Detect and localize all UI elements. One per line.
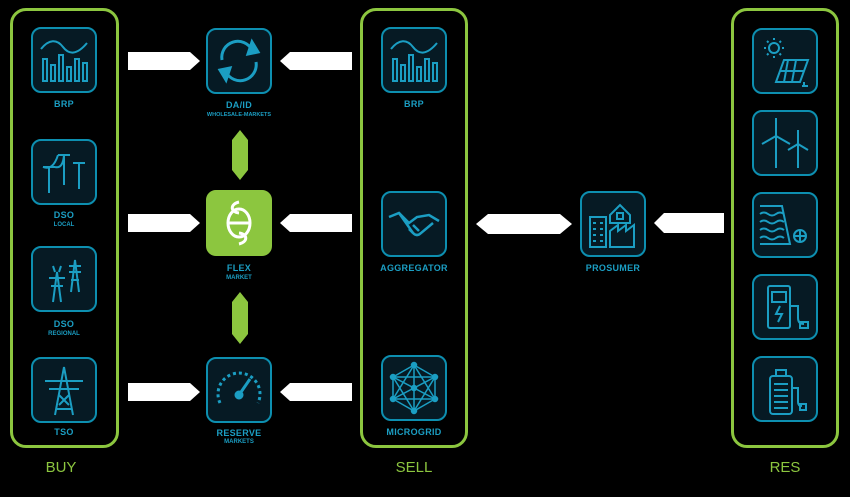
arrow-aggregator-prosumer (476, 214, 572, 234)
brp-buy-node[interactable] (31, 27, 97, 93)
aggregator-label: AGGREGATOR (380, 263, 448, 273)
arrow-daid-flex (232, 130, 248, 180)
transmission-tower-icon (45, 366, 83, 416)
flex-market-node[interactable] (206, 190, 272, 256)
dso-local-sublabel: LOCAL (53, 222, 75, 228)
dso-local-label: DSO (53, 210, 75, 220)
solar-node[interactable] (752, 28, 818, 94)
bar-chart-wave-icon (390, 40, 438, 82)
microgrid-label: MICROGRID (386, 427, 442, 437)
tso-node[interactable] (31, 357, 97, 423)
sell-panel (360, 8, 468, 448)
distribution-poles-icon (42, 154, 85, 193)
aggregator-node[interactable] (381, 191, 447, 257)
flex-market-label: FLEX (226, 263, 252, 273)
mesh-network-icon (389, 361, 439, 415)
da-id-sublabel: WHOLESALE-MARKETS (206, 112, 272, 118)
prosumer-node[interactable] (580, 191, 646, 257)
dso-local-node[interactable] (31, 139, 97, 205)
arrow-tso-to-reserve (128, 383, 200, 401)
flex-market-sublabel: MARKET (226, 275, 252, 281)
hydro-dam-icon (759, 205, 807, 245)
arrow-res-to-prosumer (654, 213, 724, 233)
res-panel (731, 8, 839, 448)
arrow-brp-to-daid (128, 52, 200, 70)
arrow-microgrid-to-reserve (280, 383, 352, 401)
dso-regional-label: DSO (53, 319, 75, 329)
solar-panel-icon (764, 38, 810, 87)
sell-column-title: SELL (395, 459, 433, 476)
arrow-flex-reserve (232, 292, 248, 344)
tso-label: TSO (54, 427, 74, 437)
gauge-icon (216, 371, 262, 404)
hydrogen-node[interactable] (752, 356, 818, 422)
reserve-markets-label: RESERVE (216, 428, 262, 438)
handshake-icon (388, 211, 440, 237)
ev-charger-node[interactable] (752, 274, 818, 340)
prosumer-label: PROSUMER (585, 263, 641, 273)
dso-regional-node[interactable] (31, 246, 97, 312)
hydro-node[interactable] (752, 192, 818, 258)
buildings-factory-icon (589, 203, 635, 248)
wind-node[interactable] (752, 110, 818, 176)
bar-chart-wave-icon (40, 40, 88, 82)
pylons-icon (49, 259, 81, 303)
flex-market-logo-icon (226, 200, 252, 246)
arrow-dsolocal-to-flex (128, 214, 200, 232)
arrow-aggregator-to-flex (280, 214, 352, 232)
microgrid-node[interactable] (381, 355, 447, 421)
buy-column-title: BUY (45, 459, 77, 476)
hydrogen-storage-icon (769, 369, 807, 415)
exchange-arrows-icon (217, 38, 261, 84)
arrow-sellbrp-to-daid (280, 52, 352, 70)
da-id-node[interactable] (206, 28, 272, 94)
da-id-label: DA/ID (226, 100, 252, 110)
reserve-markets-node[interactable] (206, 357, 272, 423)
brp-buy-label: BRP (54, 99, 74, 109)
brp-sell-node[interactable] (381, 27, 447, 93)
res-column-title: RES (769, 459, 801, 476)
dso-regional-sublabel: REGIONAL (48, 331, 80, 337)
buy-panel (10, 8, 119, 448)
wind-turbines-icon (761, 118, 809, 168)
brp-sell-label: BRP (404, 99, 424, 109)
ev-charger-icon (767, 285, 809, 329)
reserve-markets-sublabel: MARKETS (224, 439, 254, 445)
